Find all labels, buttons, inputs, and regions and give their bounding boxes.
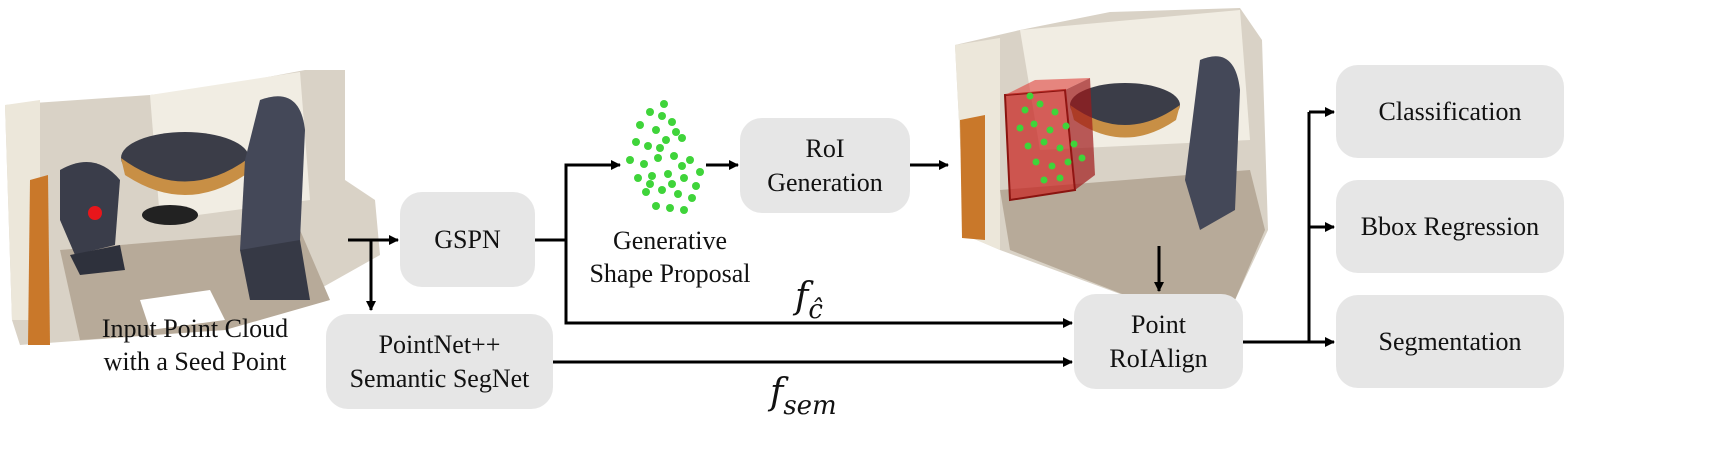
- input-point-cloud-scene: [5, 70, 380, 345]
- roi-label-line2: Generation: [767, 167, 883, 197]
- arrows: [348, 107, 1335, 367]
- roi-label-line1: RoI: [805, 133, 845, 163]
- proposal-caption-line1: Generative: [612, 226, 728, 255]
- fc-label: fĉ: [795, 276, 823, 325]
- pointnet-label-line1: PointNet++: [378, 329, 501, 359]
- roialign-label-line2: RoIAlign: [1109, 343, 1208, 373]
- seed-point: [88, 206, 102, 220]
- input-caption-line1: Input Point Cloud: [101, 314, 289, 343]
- input-caption-line2: with a Seed Point: [103, 347, 287, 376]
- classification-label: Classification: [1378, 96, 1522, 126]
- generative-shape-proposal-blob: [626, 100, 704, 214]
- pointnet-label-line2: Semantic SegNet: [349, 363, 530, 393]
- classification-box: Classification: [1336, 65, 1564, 158]
- bbox-regression-box: Bbox Regression: [1336, 180, 1564, 273]
- arrow-gspn-to-proposal: [535, 160, 621, 242]
- bbox-label: Bbox Regression: [1360, 211, 1540, 241]
- fc-sub: ĉ: [808, 295, 823, 325]
- arrow-fc-to-roialign: [564, 240, 1073, 328]
- proposal-caption: Generative Shape Proposal: [575, 224, 765, 290]
- pointnet-box: PointNet++ Semantic SegNet: [326, 314, 553, 409]
- input-caption: Input Point Cloud with a Seed Point: [40, 312, 350, 378]
- roi-point-cloud-scene: [955, 8, 1268, 305]
- fsem-sub: sem: [783, 391, 837, 421]
- fc-base: f: [795, 276, 809, 317]
- roialign-label-line1: Point: [1131, 309, 1186, 339]
- point-roialign-box: Point RoIAlign: [1074, 294, 1243, 389]
- fsem-base: f: [770, 372, 784, 413]
- roi-generation-box: RoI Generation: [740, 118, 910, 213]
- segmentation-box: Segmentation: [1336, 295, 1564, 388]
- proposal-caption-line2: Shape Proposal: [589, 259, 751, 288]
- segmentation-label: Segmentation: [1378, 326, 1522, 356]
- fsem-label: fsem: [770, 372, 837, 421]
- gspn-box: GSPN: [400, 192, 535, 287]
- gspn-label: GSPN: [434, 224, 501, 254]
